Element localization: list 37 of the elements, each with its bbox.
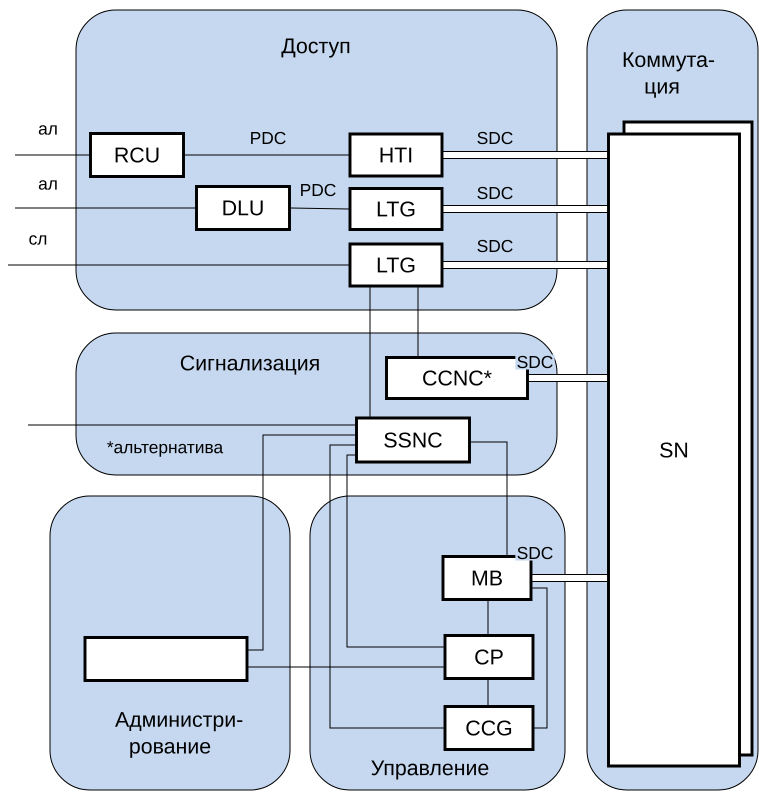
connector-line	[528, 374, 608, 382]
connector-line	[330, 444, 444, 728]
connector-line	[443, 261, 608, 269]
connector-line	[532, 574, 608, 582]
connector-line	[443, 151, 608, 159]
edge-label: сл	[27, 234, 49, 246]
unit-box: CCG	[444, 705, 534, 751]
edge-label: SDC	[475, 130, 515, 146]
edge-label: SDC	[475, 238, 515, 254]
unit-box: CP	[444, 634, 534, 680]
unit-box: LTG	[348, 187, 444, 231]
connector-line	[290, 208, 350, 210]
edge-label: SDC	[515, 354, 555, 370]
unit-box: RCU	[89, 132, 185, 178]
connector-line	[14, 154, 90, 156]
unit-box: DLU	[195, 185, 291, 231]
unit-box: LTG	[348, 242, 444, 288]
unit-box: HTI	[348, 132, 444, 178]
edge-label: PDC	[248, 130, 288, 146]
connector-line	[184, 154, 350, 156]
connector-line	[532, 588, 548, 728]
edge-label: SDC	[475, 186, 515, 200]
edge-label: PDC	[298, 182, 338, 198]
unit-box: SSNC	[355, 416, 471, 464]
switch-network-box: SN	[607, 120, 754, 768]
edge-label: ал	[36, 178, 60, 192]
edge-label: SDC	[515, 546, 555, 560]
note-text: *альтернатива	[107, 441, 224, 457]
edge-label: ал	[36, 124, 60, 136]
connector-line	[28, 424, 356, 426]
connector-line	[248, 434, 356, 650]
connector-line	[346, 454, 444, 648]
connector-line	[470, 442, 508, 556]
connector-line	[443, 205, 608, 213]
connector-line	[8, 264, 350, 266]
connector-line	[248, 666, 444, 668]
unit-box	[84, 636, 248, 682]
